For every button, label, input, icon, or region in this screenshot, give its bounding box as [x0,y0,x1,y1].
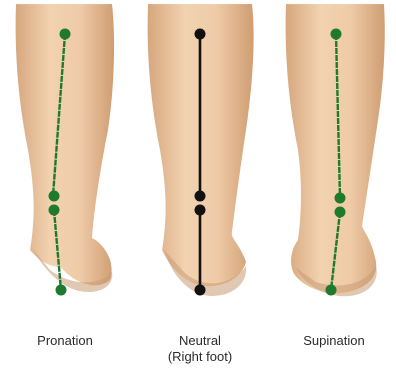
neutral-caption: Neutral (Right foot) [142,333,258,365]
supination-caption: Supination [278,333,390,349]
pronation-point-ankle-upper [49,191,60,202]
supination-point-top [331,29,342,40]
supination-point-ankle-upper [335,193,346,204]
supination-point-heel [326,285,337,296]
pronation-foot [10,0,120,296]
neutral-point-heel [195,285,206,296]
supination-foot [278,0,390,296]
pronation-point-ankle-lower [49,205,60,216]
neutral-point-ankle-upper [195,191,206,202]
pronation-caption: Pronation [10,333,120,349]
pronation-label: Pronation [10,333,120,349]
neutral-point-ankle-lower [195,205,206,216]
neutral-point-top [195,29,206,40]
pronation-point-top [60,29,71,40]
neutral-foot [142,0,258,296]
pronation-point-heel [56,285,67,296]
neutral-sublabel: (Right foot) [142,349,258,365]
supination-label: Supination [278,333,390,349]
neutral-label: Neutral [142,333,258,349]
supination-point-ankle-lower [335,207,346,218]
